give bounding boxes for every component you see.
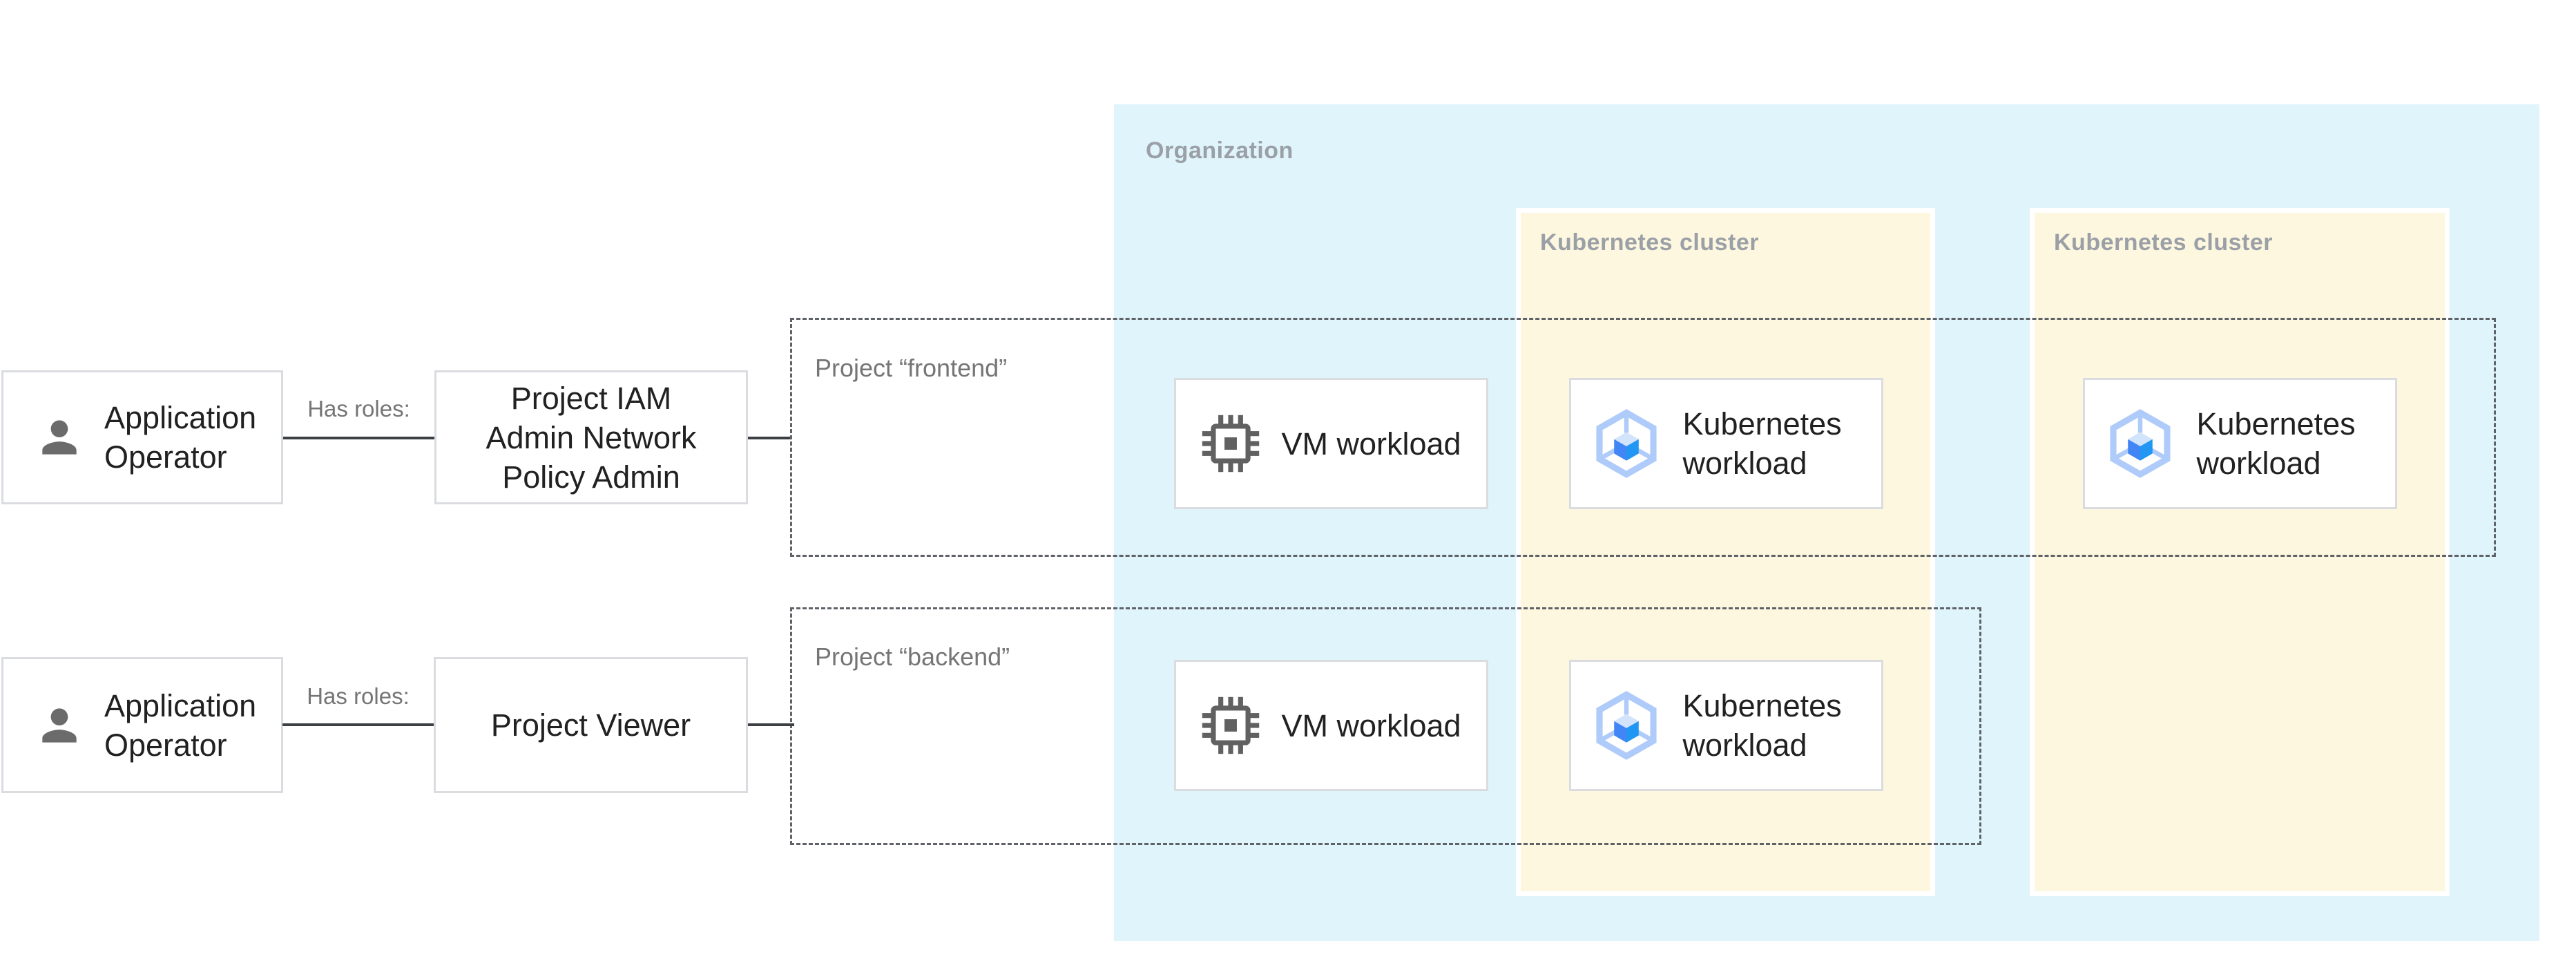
gke-hexagon-icon [1595, 409, 1657, 478]
project-frontend-boundary [790, 318, 2496, 557]
vm-workload-node-frontend: VM workload [1174, 378, 1488, 509]
kubernetes-workload-label: Kubernetes workload [1682, 688, 1842, 763]
role-label: Project Viewer [490, 707, 691, 743]
role-line: Project IAM [510, 380, 672, 416]
vm-workload-label: VM workload [1281, 707, 1461, 743]
kubernetes-workload-node-backend-cluster1: Kubernetes workload [1569, 660, 1883, 791]
project-backend-label: Project “backend” [815, 643, 1010, 671]
kubernetes-workload-node-frontend-cluster2: Kubernetes workload [2083, 378, 2397, 509]
person-icon [42, 420, 77, 455]
gke-hexagon-icon [2109, 409, 2171, 478]
role-line: Policy Admin [502, 459, 680, 495]
project-backend-boundary [790, 607, 1981, 845]
vm-workload-label: VM workload [1281, 426, 1461, 462]
vm-workload-node-backend: VM workload [1174, 660, 1488, 791]
kubernetes-cluster-1-label: Kubernetes cluster [1540, 229, 1759, 256]
project-frontend-label: Project “frontend” [815, 354, 1008, 382]
actor-label: Application Operator [104, 400, 257, 475]
vm-chip-icon [1202, 696, 1260, 754]
gke-hexagon-icon [1595, 691, 1657, 760]
kubernetes-workload-label: Kubernetes workload [2196, 406, 2356, 481]
kubernetes-cluster-2-label: Kubernetes cluster [2054, 229, 2273, 256]
vm-chip-icon [1202, 415, 1260, 473]
connector-role-project-frontend [748, 437, 790, 439]
application-operator-node-backend: Application Operator [1, 657, 283, 793]
role-line: Admin Network [486, 419, 697, 455]
role-node-project-viewer: Project Viewer [434, 657, 748, 793]
connector-actor-role-frontend [283, 437, 434, 439]
kubernetes-workload-label: Kubernetes workload [1682, 406, 1842, 481]
application-operator-node-frontend: Application Operator [1, 370, 283, 504]
organization-label: Organization [1146, 137, 1294, 164]
connector-actor-role-backend [282, 723, 434, 726]
connector-role-project-backend [748, 723, 794, 726]
actor-label: Application Operator [104, 687, 257, 763]
person-icon [42, 707, 77, 743]
has-roles-label-backend: Has roles: [307, 683, 410, 709]
has-roles-label-frontend: Has roles: [307, 396, 410, 421]
kubernetes-cluster-2: Kubernetes cluster [2030, 208, 2450, 896]
role-node-project-iam-network-policy-admin: Project IAM Admin Network Policy Admin [434, 370, 748, 504]
kubernetes-workload-node-frontend-cluster1: Kubernetes workload [1569, 378, 1883, 509]
